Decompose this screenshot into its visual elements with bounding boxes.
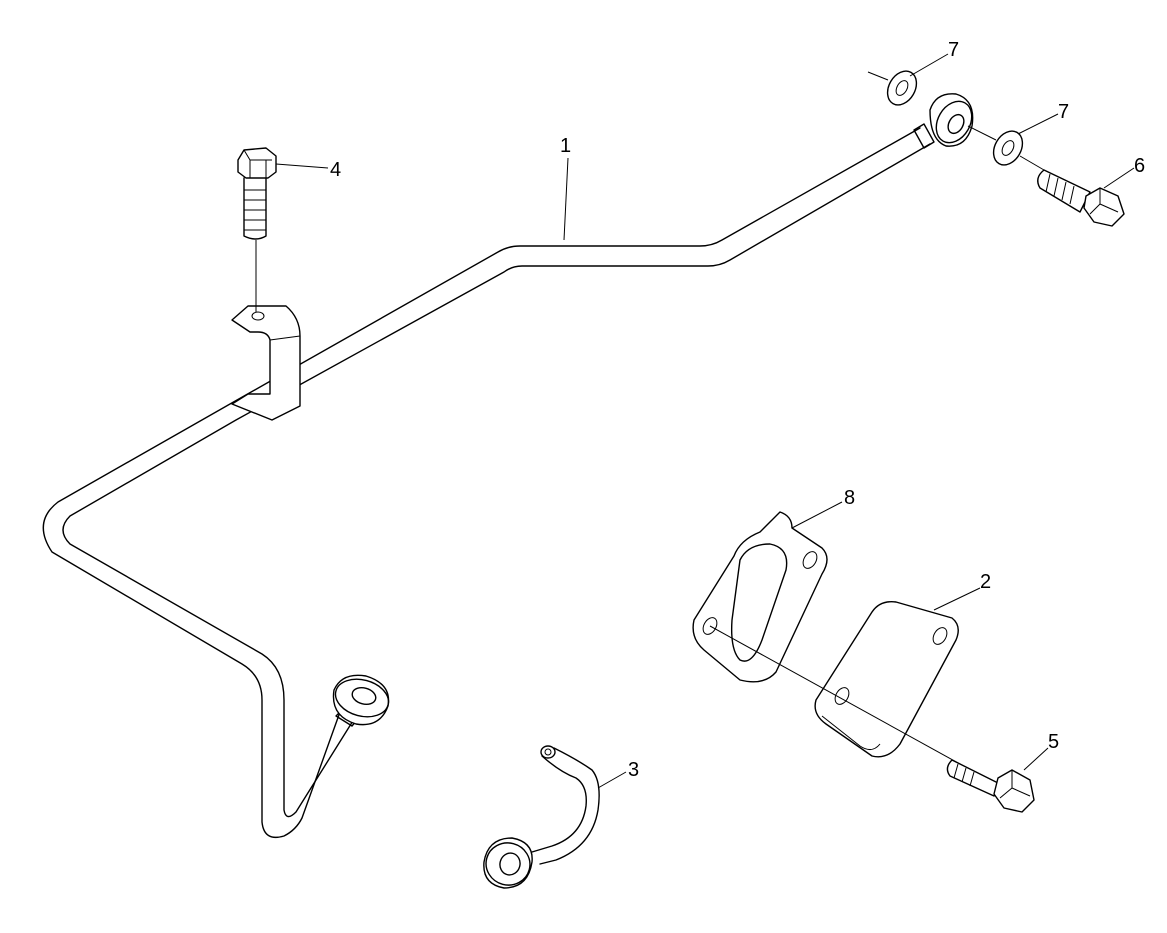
leader-7b bbox=[1017, 113, 1059, 135]
gasket-part-8 bbox=[692, 511, 828, 683]
leader-3 bbox=[597, 771, 627, 789]
pipe-part-3 bbox=[483, 745, 600, 889]
callout-8: 8 bbox=[844, 487, 855, 509]
callout-5: 5 bbox=[1048, 731, 1059, 753]
callout-7-second: 7 bbox=[1058, 101, 1069, 123]
washer-part-7-second bbox=[967, 125, 1024, 166]
washer-part-7-top bbox=[867, 70, 918, 106]
leader-1 bbox=[563, 157, 569, 241]
pipe-bracket bbox=[231, 305, 301, 421]
callout-leaders bbox=[275, 53, 1135, 789]
leader-4 bbox=[275, 163, 329, 169]
callout-4: 4 bbox=[330, 159, 341, 181]
callout-3: 3 bbox=[628, 759, 639, 781]
callout-7-top: 7 bbox=[948, 39, 959, 61]
bolt-part-4 bbox=[237, 147, 277, 312]
leader-2 bbox=[933, 587, 981, 611]
callout-1: 1 bbox=[560, 135, 571, 157]
banjo-fitting-right bbox=[929, 93, 974, 147]
callout-labels: 1 2 3 4 5 6 7 7 8 bbox=[330, 39, 1145, 781]
callout-6: 6 bbox=[1134, 155, 1145, 177]
assembly-axis-line bbox=[709, 625, 961, 765]
callout-2: 2 bbox=[980, 571, 991, 593]
pipe-part-1 bbox=[42, 123, 935, 839]
flange-part-2 bbox=[814, 601, 959, 758]
leader-6 bbox=[1103, 167, 1135, 189]
bolt-part-6 bbox=[1019, 155, 1125, 227]
leader-8 bbox=[791, 501, 843, 529]
leader-5 bbox=[1023, 747, 1049, 771]
leader-7a bbox=[909, 53, 949, 77]
bolt-part-5 bbox=[946, 759, 1035, 813]
banjo-fitting-left bbox=[332, 674, 390, 726]
